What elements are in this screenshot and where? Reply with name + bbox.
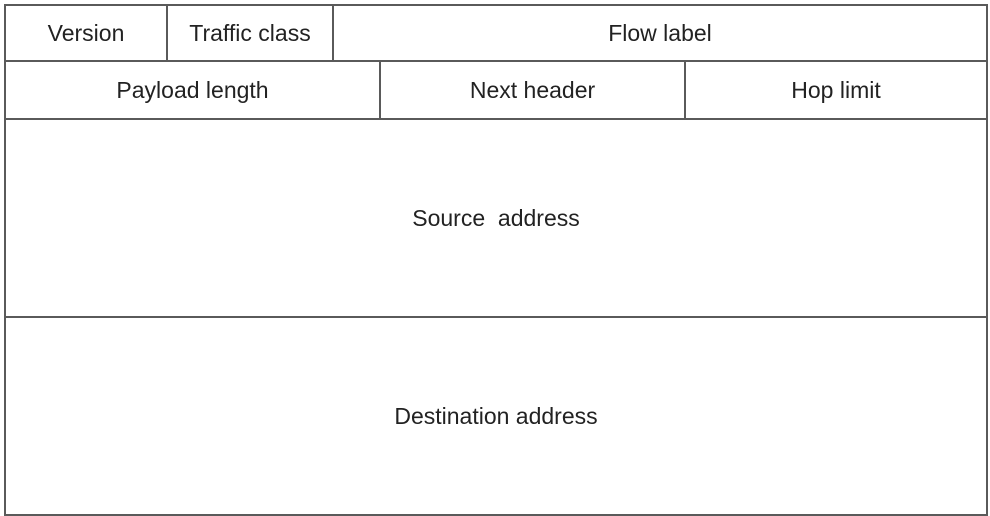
hop-limit-field: Hop limit (684, 60, 988, 120)
source-address-label: Source address (412, 204, 580, 231)
traffic-class-field: Traffic class (166, 4, 334, 62)
hop-limit-label: Hop limit (791, 76, 881, 103)
flow-label-field: Flow label (332, 4, 988, 62)
version-label: Version (47, 19, 125, 46)
payload-length-field: Payload length (4, 60, 381, 120)
traffic-class-label: Traffic class (189, 19, 311, 46)
destination-address-field: Destination address (4, 316, 988, 516)
destination-address-label: Destination address (394, 402, 598, 429)
next-header-field: Next header (379, 60, 686, 120)
source-address-field: Source address (4, 118, 988, 318)
flow-label-label: Flow label (608, 19, 712, 46)
next-header-label: Next header (469, 76, 596, 103)
version-field: Version (4, 4, 168, 62)
payload-length-label: Payload length (116, 76, 269, 103)
